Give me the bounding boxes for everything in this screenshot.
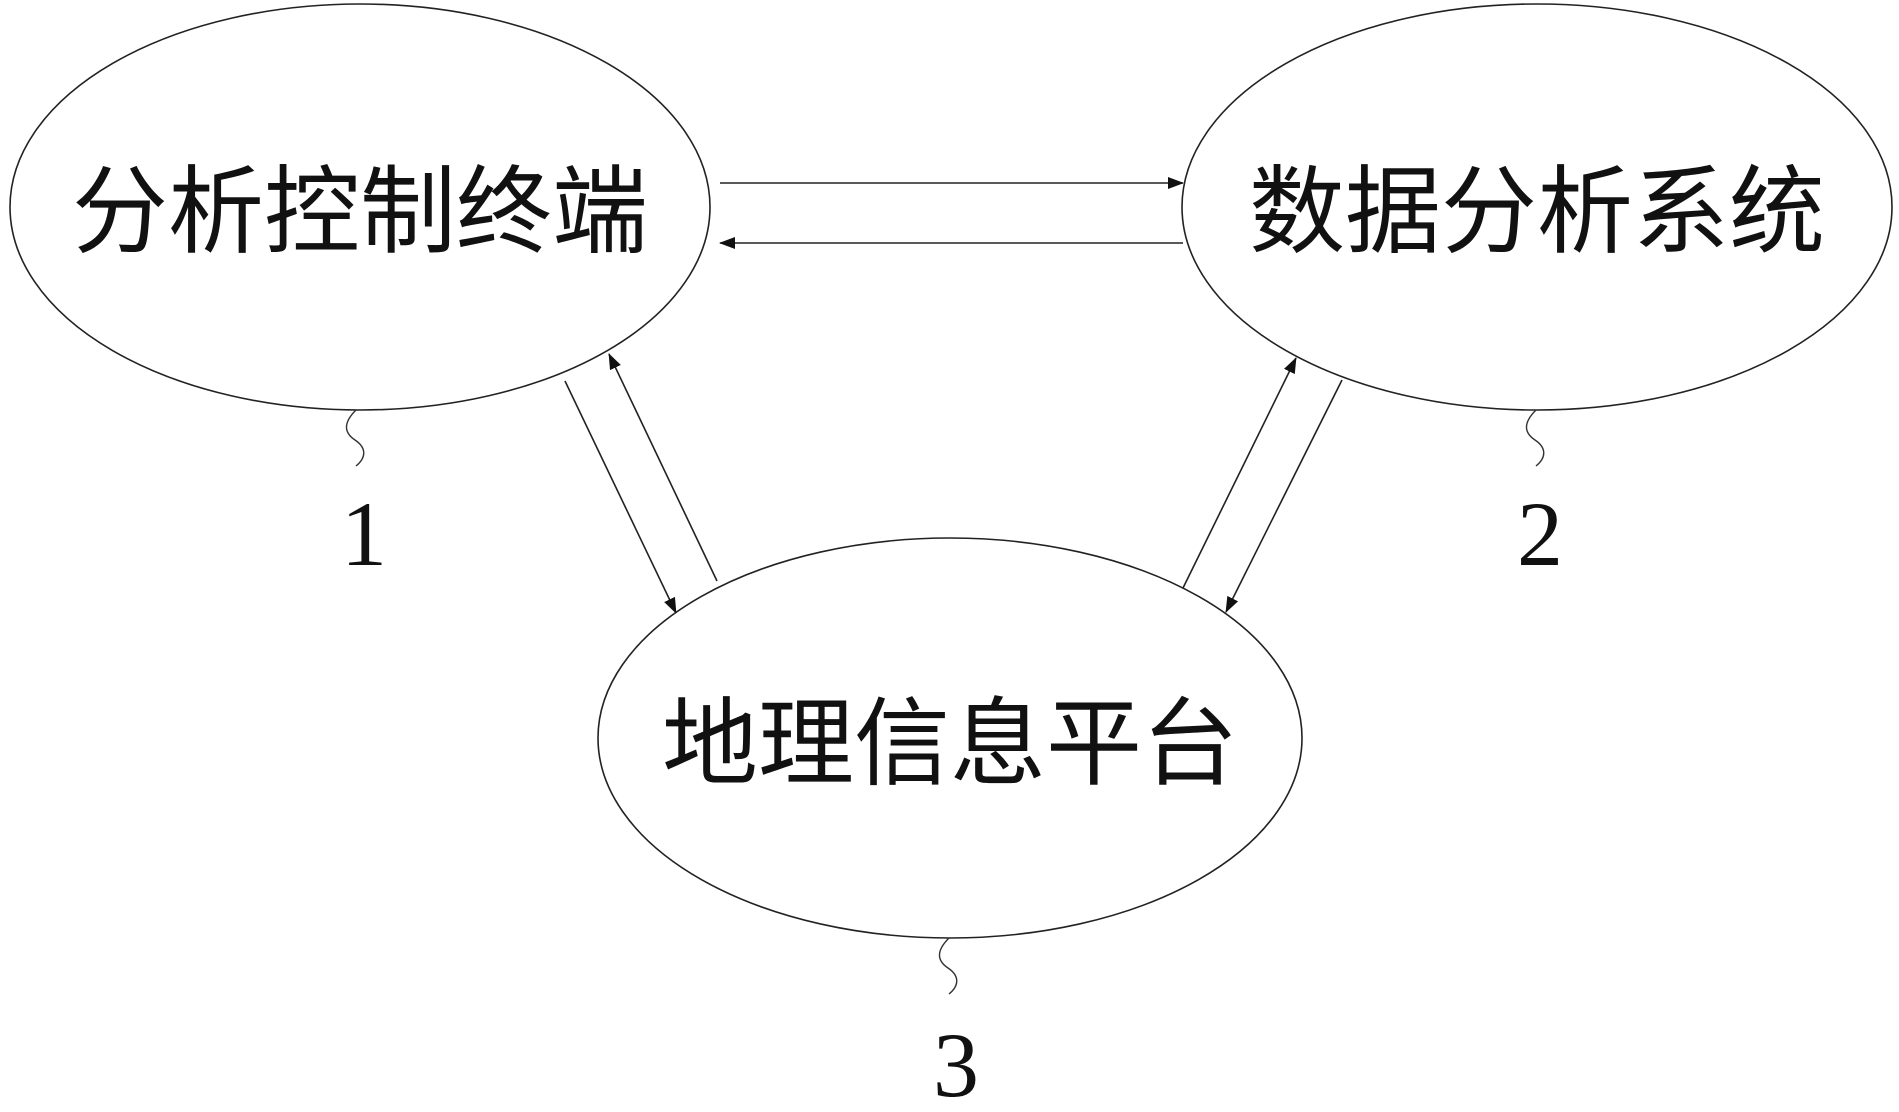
leader-line-3 bbox=[938, 937, 958, 995]
node-ellipse bbox=[597, 537, 1303, 939]
leader-line-2 bbox=[1525, 409, 1545, 467]
edge-3-to-1 bbox=[608, 353, 718, 582]
ref-number-3: 3 bbox=[933, 1014, 979, 1112]
ref-number-2: 2 bbox=[1517, 483, 1563, 585]
node-data-analysis-system: 数据分析系统 bbox=[1181, 3, 1893, 411]
leader-line-1 bbox=[345, 409, 365, 467]
node-label: 数据分析系统 bbox=[1249, 156, 1825, 268]
ref-number-1: 1 bbox=[341, 483, 387, 585]
node-analysis-control-terminal: 分析控制终端 bbox=[9, 3, 711, 411]
edge-2-to-3 bbox=[1225, 379, 1343, 613]
node-label: 地理信息平台 bbox=[662, 688, 1238, 800]
edge-3-to-2 bbox=[1182, 357, 1297, 589]
node-ellipse bbox=[9, 3, 711, 411]
node-ellipse bbox=[1181, 3, 1893, 411]
edge-1-to-3 bbox=[564, 380, 677, 614]
node-label: 分析控制终端 bbox=[72, 156, 648, 268]
node-geographic-info-platform: 地理信息平台 bbox=[597, 537, 1303, 939]
